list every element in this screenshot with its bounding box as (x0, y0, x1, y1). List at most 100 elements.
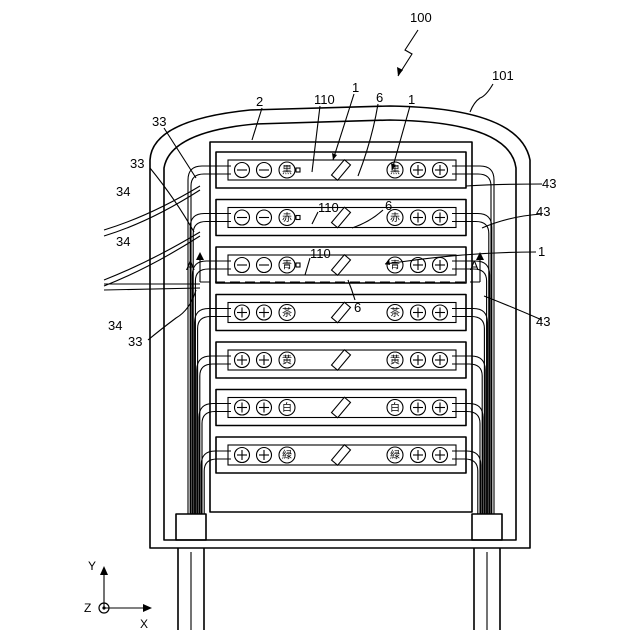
label-wire-1: 43 (542, 176, 556, 191)
terminal-strip: 黄黄 (216, 342, 466, 378)
axis-z-label: Z (84, 601, 91, 615)
right-screw-2 (433, 163, 448, 178)
shorting-link (332, 445, 351, 465)
left-color-label: 黄 (279, 352, 295, 368)
left-color-label: 黒 (279, 162, 295, 178)
label-link-2: 6 (385, 198, 392, 213)
left-screw-1 (235, 448, 250, 463)
left-screw-1 (235, 305, 250, 320)
label-block-1b: 1 (408, 92, 415, 107)
axis-y-label: Y (88, 559, 96, 573)
terminal-rows: 黒黒赤赤青青茶茶黄黄白白緑緑 (216, 152, 466, 473)
terminal-strip: 緑緑 (216, 437, 466, 473)
label-cover: 101 (492, 68, 514, 83)
right-color-label: 茶 (387, 305, 403, 321)
shorting-link (332, 397, 351, 417)
terminal-strip: 黒黒 (216, 152, 466, 188)
label-block-1c: 1 (538, 244, 545, 259)
left-color-label-text: 赤 (282, 212, 292, 224)
label-wire-2: 43 (536, 204, 550, 219)
left-screw-1 (235, 210, 250, 225)
label-link-1: 6 (376, 90, 383, 105)
left-color-label-text: 黒 (282, 165, 292, 177)
right-color-label-text: 白 (390, 401, 400, 414)
right-color-label: 黄 (387, 352, 403, 368)
right-screw-2 (433, 210, 448, 225)
terminal-strip: 茶茶 (216, 295, 466, 331)
left-screw-2 (257, 258, 272, 273)
left-color-label: 緑 (279, 447, 295, 463)
label-plate: 2 (256, 94, 263, 109)
label-lead-1: 34 (116, 184, 130, 199)
label-strip-2: 110 (318, 200, 339, 215)
left-screw-2 (257, 353, 272, 368)
left-color-label-text: 白 (282, 401, 292, 414)
shorting-link (332, 160, 351, 180)
section-mark-left: A (186, 258, 195, 273)
left-color-label: 茶 (279, 305, 295, 321)
leader-lines (148, 30, 542, 340)
terminal-strip: 白白 (216, 390, 466, 426)
label-assembly: 100 (410, 10, 432, 25)
axis-x-label: X (140, 617, 148, 631)
left-screw-2 (257, 400, 272, 415)
left-color-label-text: 青 (282, 259, 292, 272)
wire-end-marker (296, 168, 300, 172)
wire-end-marker (296, 263, 300, 267)
right-color-label: 緑 (387, 447, 403, 463)
shorting-link (332, 350, 351, 370)
support-legs (178, 548, 500, 630)
right-color-label-text: 青 (390, 259, 400, 272)
left-screw-1 (235, 400, 250, 415)
right-color-label: 白 (387, 400, 403, 416)
right-screw-2 (433, 305, 448, 320)
left-color-label-text: 緑 (282, 449, 292, 462)
right-screw-2 (433, 400, 448, 415)
shorting-link (332, 255, 351, 275)
left-color-label-text: 茶 (282, 306, 292, 319)
left-screw-2 (257, 210, 272, 225)
left-color-label: 青 (279, 257, 295, 273)
right-color-label-text: 黄 (390, 354, 400, 367)
label-link-3: 6 (354, 300, 361, 315)
shorting-link (332, 302, 351, 322)
right-clamp (472, 514, 502, 540)
right-color-label-text: 赤 (390, 212, 400, 224)
label-wire-3: 43 (536, 314, 550, 329)
left-clamp (176, 514, 206, 540)
right-color-label: 青 (387, 257, 403, 273)
right-screw-2 (433, 448, 448, 463)
left-screw-1 (235, 353, 250, 368)
label-cable-2: 33 (130, 156, 144, 171)
outer-cover (150, 106, 530, 548)
right-screw-2 (433, 353, 448, 368)
left-screw-1 (235, 163, 250, 178)
right-screw-1 (411, 400, 426, 415)
label-block-1a: 1 (352, 80, 359, 95)
section-mark-right: A (470, 258, 479, 273)
right-screw-2 (433, 258, 448, 273)
label-cable-1: 33 (152, 114, 166, 129)
label-strip-1: 110 (314, 92, 335, 107)
terminal-strip: 赤赤 (216, 200, 466, 236)
coordinate-axes: Y Z X (84, 559, 152, 631)
left-screw-2 (257, 305, 272, 320)
label-strip-3: 110 (310, 246, 331, 261)
left-screw-1 (235, 258, 250, 273)
right-color-label: 黒 (387, 162, 403, 178)
right-color-label-text: 緑 (390, 449, 400, 462)
left-color-label-text: 黄 (282, 354, 292, 367)
right-screw-1 (411, 448, 426, 463)
left-screw-2 (257, 448, 272, 463)
terminal-strip: 青青 (216, 247, 466, 283)
left-color-label: 赤 (279, 210, 295, 226)
left-screw-2 (257, 163, 272, 178)
wire-end-marker (296, 216, 300, 220)
label-lead-3: 34 (108, 318, 122, 333)
right-screw-1 (411, 163, 426, 178)
label-lead-2: 34 (116, 234, 130, 249)
right-screw-1 (411, 210, 426, 225)
left-color-label: 白 (279, 400, 295, 416)
right-screw-1 (411, 305, 426, 320)
